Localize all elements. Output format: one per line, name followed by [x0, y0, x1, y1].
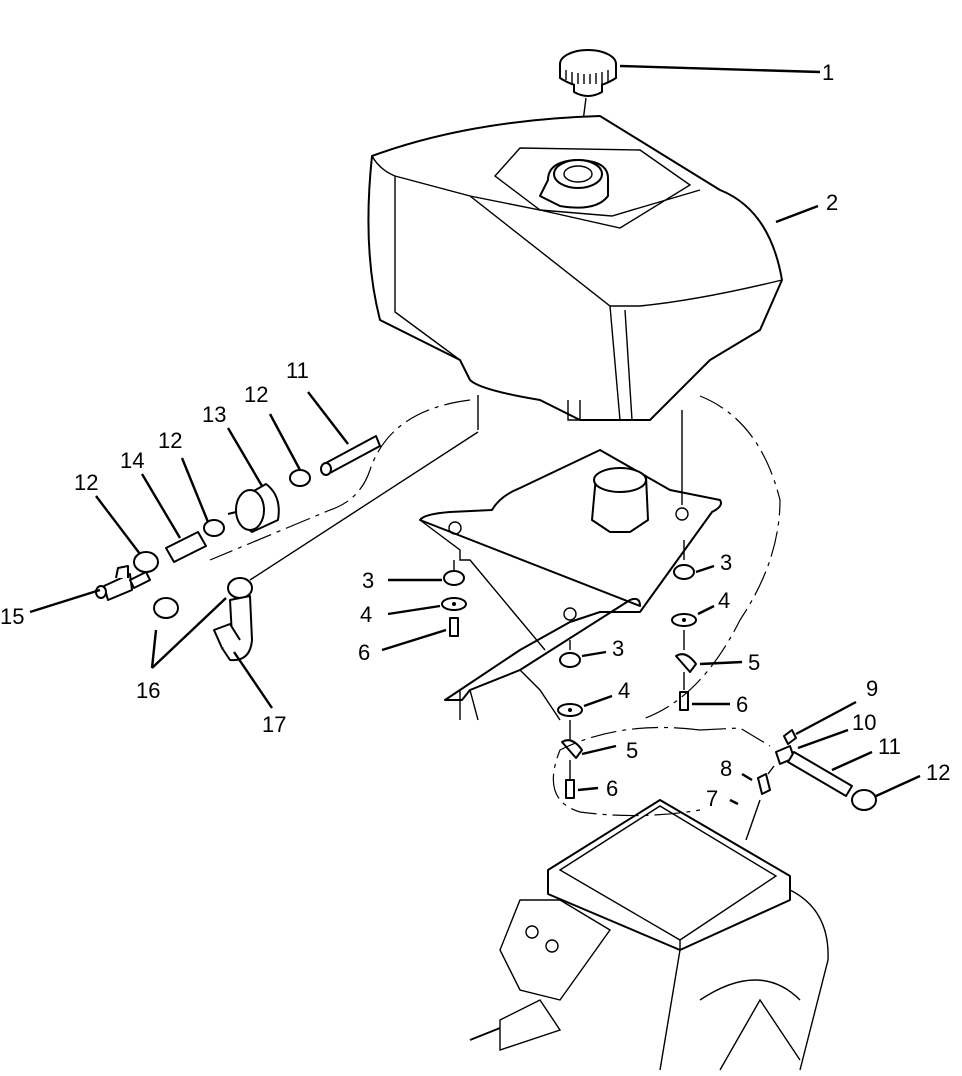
callout-12-lower-right: 12 [926, 760, 950, 785]
mounting-bracket-part [419, 449, 722, 721]
callout-11-lower: 11 [878, 734, 901, 759]
engine-part [469, 799, 829, 1071]
mounting-hardware-parts [441, 564, 877, 811]
callout-13: 13 [202, 402, 226, 427]
callout-1: 1 [822, 60, 834, 85]
callout-15: 15 [0, 604, 24, 629]
callout-14: 14 [120, 448, 144, 473]
callout-9: 9 [866, 676, 878, 701]
fuel-tank-part [367, 115, 783, 421]
leader-lines [29, 64, 921, 806]
callout-2: 2 [826, 190, 838, 215]
callout-17: 17 [262, 712, 286, 737]
callout-11-upper: 11 [286, 358, 309, 383]
callout-5-lower: 5 [626, 738, 638, 763]
callout-6-lower: 6 [606, 776, 618, 801]
callout-4-left: 4 [360, 602, 372, 627]
callout-6-left: 6 [358, 640, 370, 665]
callout-5-right: 5 [748, 650, 760, 675]
callout-4-lower: 4 [618, 678, 630, 703]
callout-3-left: 3 [362, 568, 374, 593]
callout-4-right: 4 [718, 588, 730, 613]
callout-8: 8 [720, 756, 732, 781]
callout-12-mid: 12 [158, 428, 182, 453]
callout-3-right: 3 [720, 550, 732, 575]
callout-3-lower: 3 [612, 636, 624, 661]
fuel-cap-part [559, 49, 617, 161]
callout-7: 7 [706, 786, 718, 811]
callout-labels: 1 2 3 3 3 4 4 4 5 5 6 6 6 7 8 9 10 11 11… [0, 60, 950, 811]
callout-12-upper: 12 [244, 382, 268, 407]
fuel-line-parts [95, 435, 381, 662]
callout-16: 16 [136, 678, 160, 703]
callout-10: 10 [852, 710, 876, 735]
callout-6-right: 6 [736, 692, 748, 717]
phantom-lines [209, 395, 781, 841]
callout-12-left: 12 [74, 470, 98, 495]
